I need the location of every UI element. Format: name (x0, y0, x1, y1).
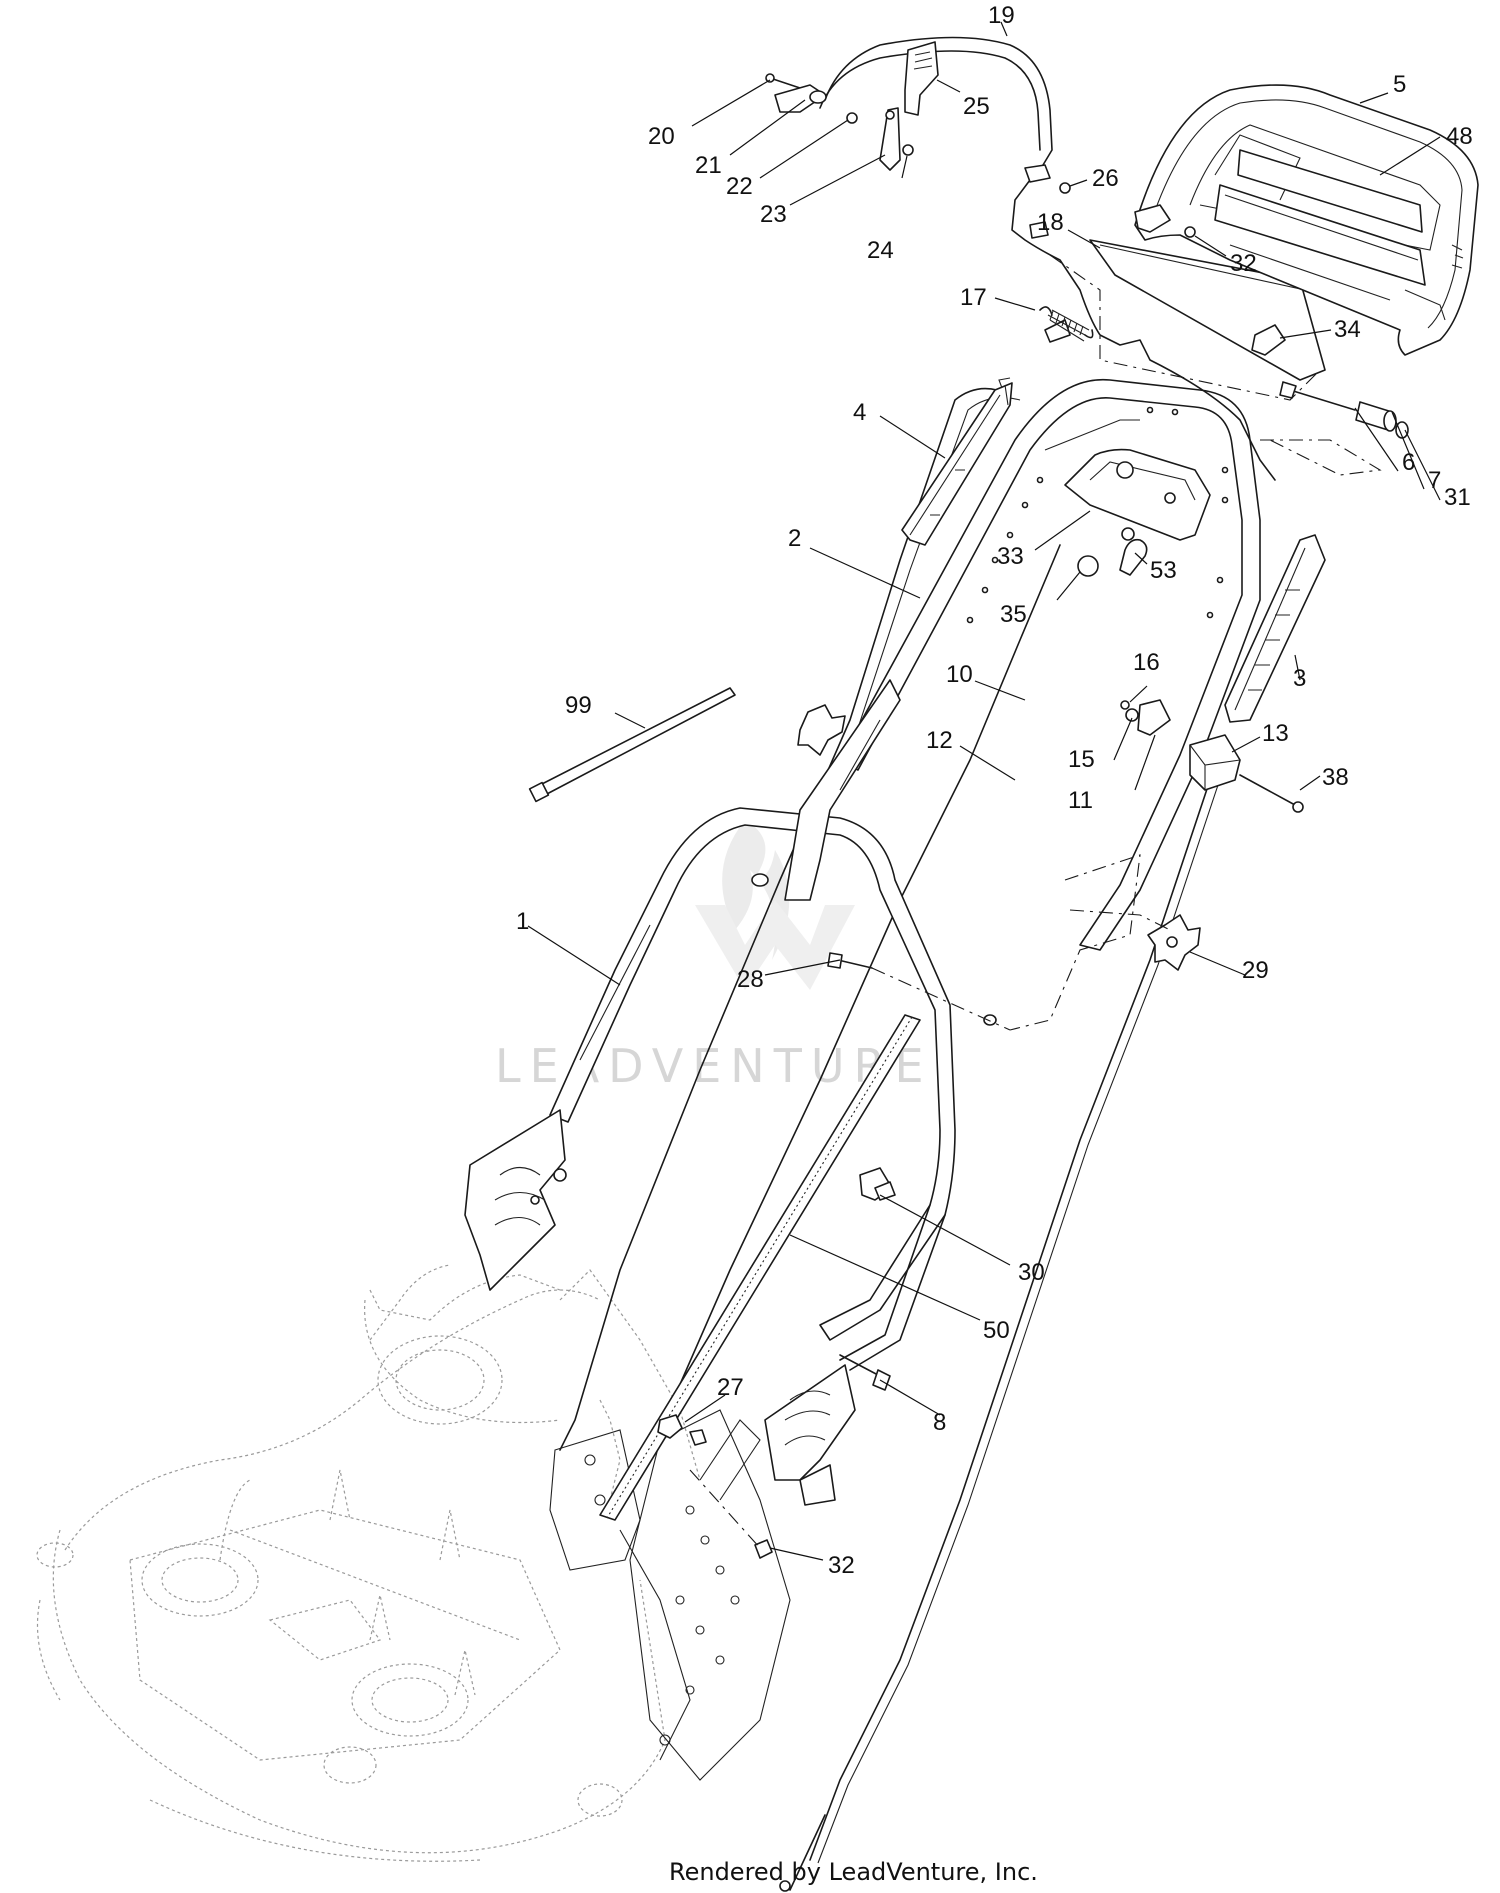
connector-30 (859, 1167, 896, 1201)
washer-22 (846, 112, 858, 124)
nut-24 (902, 144, 914, 156)
callout-50: 50 (983, 1317, 1010, 1344)
right-side-plate (629, 1409, 791, 1781)
fastener-32b (754, 1539, 773, 1559)
callout-35: 35 (1000, 601, 1027, 628)
callout-17: 17 (960, 284, 987, 311)
control-cable (659, 544, 1061, 1431)
callout-32a: 32 (1230, 250, 1257, 277)
callout-leaders (527, 21, 1441, 1561)
assembly-line-bottom (689, 1469, 761, 1549)
callout-12: 12 (926, 727, 953, 754)
callout-30: 30 (1018, 1259, 1045, 1286)
grip-insert-48 (1214, 149, 1426, 286)
handle-grip-3 (1224, 534, 1326, 723)
washer-31 (1395, 421, 1409, 439)
callout-29: 29 (1242, 957, 1269, 984)
callout-3: 3 (1293, 665, 1306, 692)
callout-21: 21 (695, 152, 722, 179)
callout-13: 13 (1262, 720, 1289, 747)
watermark-logo (695, 820, 855, 990)
bail-bracket-21 (774, 84, 827, 113)
bolt-6 (1279, 381, 1356, 411)
cable-clamp-11 (1137, 699, 1171, 736)
control-bracket (1064, 448, 1211, 541)
callout-20: 20 (648, 123, 675, 150)
callout-10: 10 (946, 661, 973, 688)
lever-23 (879, 107, 901, 171)
callout-11: 11 (1068, 787, 1093, 814)
handle-holes (966, 406, 1229, 624)
knob-29 (1147, 914, 1201, 971)
callout-53: 53 (1150, 557, 1177, 584)
lower-handle-right-plate (764, 1364, 856, 1506)
callout-28: 28 (737, 966, 764, 993)
upper-handle (839, 378, 1261, 951)
callout-2: 2 (788, 525, 801, 552)
callout-7: 7 (1428, 467, 1441, 494)
cable-tie (528, 687, 736, 803)
callout-48: 48 (1446, 123, 1473, 150)
callout-labels: 19 5 25 20 21 22 23 24 26 48 18 32 17 4 … (516, 2, 1473, 1579)
callout-38: 38 (1322, 764, 1349, 791)
spring-17 (1039, 306, 1094, 342)
assembly-line-right (1260, 439, 1382, 476)
callout-26: 26 (1092, 165, 1119, 192)
brake-cable (779, 779, 1219, 1892)
callout-22: 22 (726, 173, 753, 200)
deck-mount-bracket (549, 1419, 761, 1761)
callout-8: 8 (933, 1409, 946, 1436)
bracket-34 (1251, 324, 1286, 356)
callout-34: 34 (1334, 316, 1361, 343)
cable-bracket-13 (1189, 734, 1241, 791)
grip-fastener-32a (1134, 204, 1196, 238)
callout-32b: 32 (828, 1552, 855, 1579)
footer-credit: Rendered by LeadVenture, Inc. (669, 1858, 1038, 1886)
callout-99: 99 (565, 692, 592, 719)
nut-27 (657, 1414, 707, 1446)
callout-15: 15 (1068, 746, 1095, 773)
callout-24: 24 (867, 237, 894, 264)
callout-5: 5 (1393, 71, 1406, 98)
bolt-38 (1239, 774, 1304, 813)
bail-pin-20 (765, 73, 801, 89)
upper-handle-left-end (784, 679, 901, 901)
assembly-line-handle (1009, 854, 1141, 1031)
assembly-line-knob (1069, 909, 1171, 931)
lower-handle-left-plate (464, 1109, 567, 1291)
assembly-line-top (1049, 254, 1321, 401)
operator-bail (819, 36, 1276, 481)
knob-upper-left (797, 704, 846, 756)
callout-33: 33 (997, 543, 1024, 570)
callout-18: 18 (1037, 209, 1064, 236)
callout-4: 4 (853, 399, 866, 426)
nut-35 (1077, 555, 1099, 577)
cable-end-53 (1119, 527, 1148, 576)
washer-15 (1125, 708, 1139, 722)
mower-deck (36, 1264, 701, 1862)
callout-1: 1 (516, 908, 529, 935)
pivot-lever-25 (904, 41, 939, 116)
spring-cover (599, 1014, 921, 1521)
callout-31: 31 (1444, 484, 1471, 511)
callout-19: 19 (988, 2, 1015, 29)
callout-6: 6 (1402, 449, 1415, 476)
callout-16: 16 (1133, 649, 1160, 676)
assembly-line-bolt28 (871, 967, 1011, 1031)
callout-25: 25 (963, 93, 990, 120)
callout-27: 27 (717, 1374, 744, 1401)
callout-23: 23 (760, 201, 787, 228)
handle-grip-4 (901, 377, 1013, 546)
nut-16 (1120, 700, 1130, 710)
spacer-7 (1355, 401, 1397, 432)
bolt-8 (839, 1354, 891, 1391)
grommet-26 (1059, 182, 1071, 194)
